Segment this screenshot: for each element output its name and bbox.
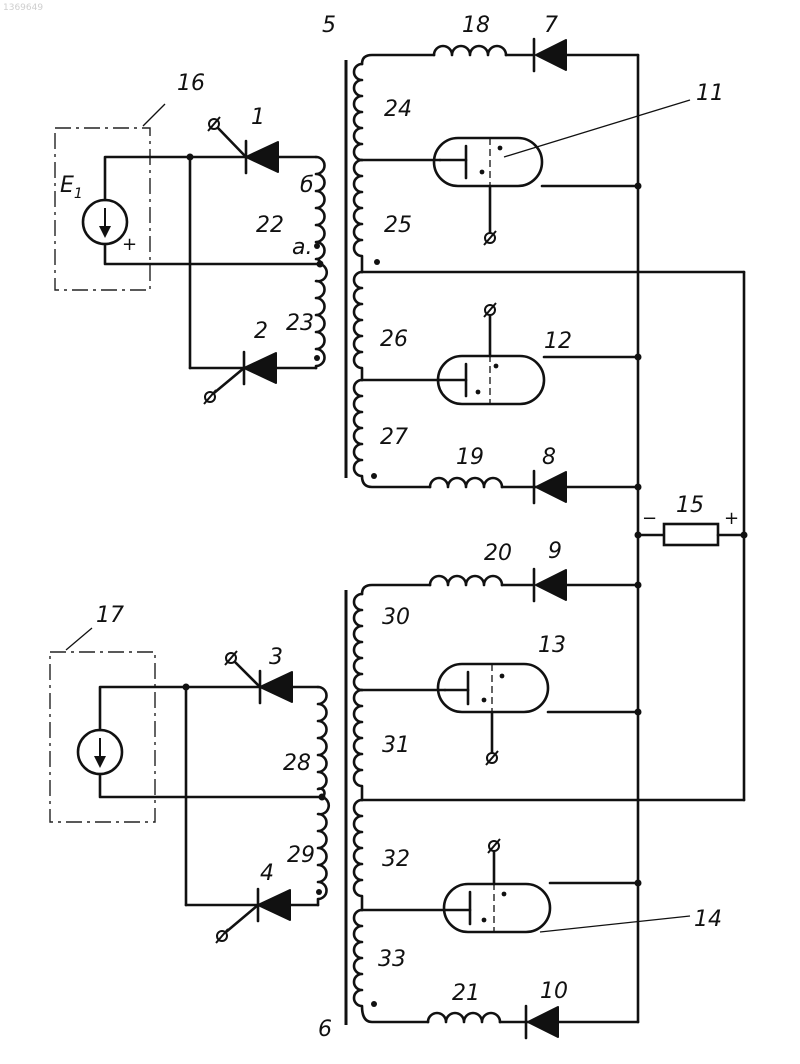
label-10: 10 — [540, 979, 568, 1004]
winding-24 — [354, 64, 362, 160]
label-terminal-b: б — [300, 173, 314, 198]
node-dot — [635, 183, 642, 190]
label-32: 32 — [382, 847, 410, 872]
diode-10-icon — [526, 1006, 558, 1038]
label-5: 5 — [322, 13, 336, 38]
winding-29-dot — [316, 889, 322, 895]
label-21: 21 — [452, 981, 480, 1006]
leader-17 — [66, 628, 92, 650]
label-19: 19 — [456, 445, 484, 470]
label-13: 13 — [538, 633, 566, 658]
transformer-5-secondary — [354, 39, 744, 503]
label-30: 30 — [382, 605, 410, 630]
label-8: 8 — [542, 445, 556, 470]
label-27: 27 — [380, 425, 408, 450]
winding-25 — [354, 160, 362, 272]
label-9: 9 — [548, 539, 562, 564]
winding-23-dot — [314, 355, 320, 361]
thyristor-4-icon — [216, 889, 290, 943]
leader-16 — [143, 104, 165, 126]
diode-8-icon — [534, 471, 566, 503]
label-28: 28 — [283, 751, 311, 776]
label-16: 16 — [177, 71, 205, 96]
wire-e1-bottom — [105, 244, 320, 264]
winding-28 — [318, 687, 327, 797]
thyristor-2-icon — [204, 352, 276, 404]
label-4: 4 — [260, 861, 274, 886]
vacuum-tube-11-icon — [434, 138, 638, 245]
label-29: 29 — [287, 843, 315, 868]
label-6: 6 — [318, 1017, 332, 1042]
wire-l18-winding — [362, 55, 434, 64]
label-load-plus: + — [724, 508, 739, 529]
winding-27-dot — [371, 473, 377, 479]
leader-14 — [540, 916, 690, 932]
label-11: 11 — [696, 81, 724, 106]
node-dot — [635, 880, 642, 887]
wire-e2-bottom — [100, 774, 322, 797]
power-source-block-16 — [55, 104, 320, 290]
vacuum-tube-14-icon — [444, 839, 638, 932]
label-7: 7 — [544, 13, 558, 38]
label-load-minus: − — [642, 508, 657, 529]
inductor-18 — [434, 46, 506, 55]
node-dot — [635, 354, 642, 361]
label-e1: E1 — [60, 173, 83, 202]
label-terminal-a: a. — [292, 235, 312, 260]
current-source-e1-icon — [83, 200, 127, 244]
vacuum-tube-13-icon — [438, 664, 638, 765]
label-22: 22 — [256, 213, 284, 238]
label-24: 24 — [384, 97, 412, 122]
load-resistor-15 — [664, 524, 718, 545]
inductor-21 — [428, 1013, 500, 1022]
winding-23 — [316, 264, 327, 368]
inductor-19 — [430, 478, 502, 487]
label-12: 12 — [544, 329, 572, 354]
inductor-20 — [430, 576, 502, 585]
label-25: 25 — [384, 213, 412, 238]
label-20: 20 — [484, 541, 512, 566]
wire-l20-winding — [362, 585, 430, 594]
document-id-code: 1369649 — [3, 3, 43, 13]
wire-e1-top — [105, 157, 190, 200]
winding-29 — [318, 797, 329, 905]
diode-7-icon — [534, 39, 566, 71]
label-18: 18 — [462, 13, 490, 38]
label-2: 2 — [254, 319, 268, 344]
node-dot — [635, 582, 642, 589]
output-rails — [635, 55, 748, 1022]
current-source-e2-icon — [78, 730, 122, 774]
label-26: 26 — [380, 327, 408, 352]
winding-22-dot — [314, 243, 320, 249]
label-17: 17 — [96, 603, 124, 628]
label-15: 15 — [676, 493, 704, 518]
label-31: 31 — [382, 733, 410, 758]
winding-26 — [354, 272, 362, 380]
label-1: 1 — [251, 105, 265, 130]
upper-primary-circuit — [187, 117, 327, 404]
leader-11 — [504, 100, 690, 157]
source-16-enclosure — [55, 128, 150, 290]
node-dot — [635, 709, 642, 716]
thyristor-1-icon — [208, 117, 278, 173]
vacuum-tube-12-icon — [438, 303, 638, 404]
label-33: 33 — [378, 947, 406, 972]
winding-32 — [354, 800, 362, 910]
diode-9-icon — [534, 569, 566, 601]
label-14: 14 — [694, 907, 722, 932]
label-23: 23 — [286, 311, 314, 336]
winding-31 — [354, 690, 362, 800]
winding-25-dot — [374, 259, 380, 265]
winding-30 — [354, 594, 362, 690]
winding-33-dot — [371, 1001, 377, 1007]
node-dot — [635, 484, 642, 491]
label-e1-plus: + — [122, 234, 137, 255]
wire-e2-top — [100, 687, 186, 730]
label-3: 3 — [269, 645, 283, 670]
